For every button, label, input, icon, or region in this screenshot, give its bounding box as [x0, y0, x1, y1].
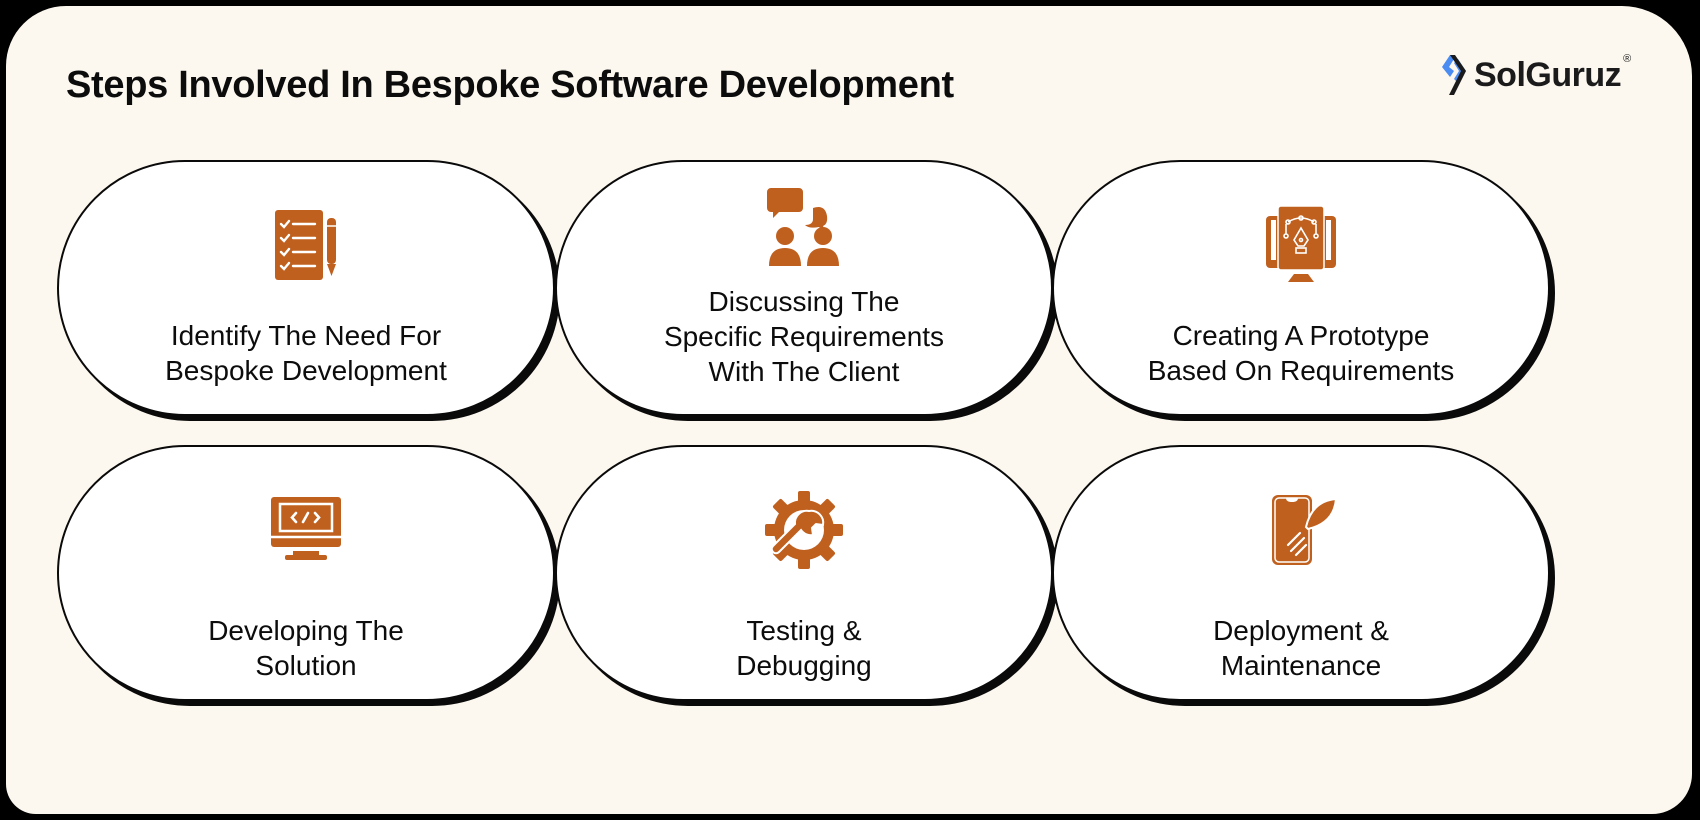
solguruz-logo-mark-icon: [1442, 55, 1466, 95]
step-label: Discussing The Specific Requirements Wit…: [663, 286, 945, 387]
step-label: Identify The Need For Bespoke Developmen…: [165, 320, 447, 386]
phone-rocket-icon: [1272, 495, 1338, 565]
discussion-people-icon: [767, 188, 839, 266]
step-label: Creating A Prototype Based On Requiremen…: [1147, 320, 1455, 386]
step-label: Deployment & Maintenance: [1213, 615, 1389, 681]
monitor-code-icon: [271, 497, 341, 560]
solguruz-logo: SolGuruz ®: [1436, 51, 1631, 99]
page-title: Steps Involved In Bespoke Software Devel…: [66, 64, 954, 106]
step-card-developing-solution: Developing The Solution: [57, 445, 555, 701]
step-card-identify-need: Identify The Need For Bespoke Developmen…: [57, 160, 555, 416]
step-label: Developing The Solution: [208, 615, 404, 681]
registered-mark: ®: [1623, 53, 1632, 65]
step-label: Testing & Debugging: [736, 615, 872, 681]
gear-wrench-icon: [765, 491, 843, 569]
monitor-pen-tool-icon: [1266, 205, 1336, 282]
infographic-card: Steps Involved In Bespoke Software Devel…: [6, 6, 1692, 814]
step-card-creating-prototype: Creating A Prototype Based On Requiremen…: [1052, 160, 1550, 416]
step-card-deployment-maintenance: Deployment & Maintenance: [1052, 445, 1550, 701]
checklist-pencil-icon: [275, 210, 336, 280]
step-card-discussing-requirements: Discussing The Specific Requirements Wit…: [555, 160, 1053, 416]
step-card-testing-debugging: Testing & Debugging: [555, 445, 1053, 701]
brand-name: SolGuruz: [1474, 55, 1622, 94]
